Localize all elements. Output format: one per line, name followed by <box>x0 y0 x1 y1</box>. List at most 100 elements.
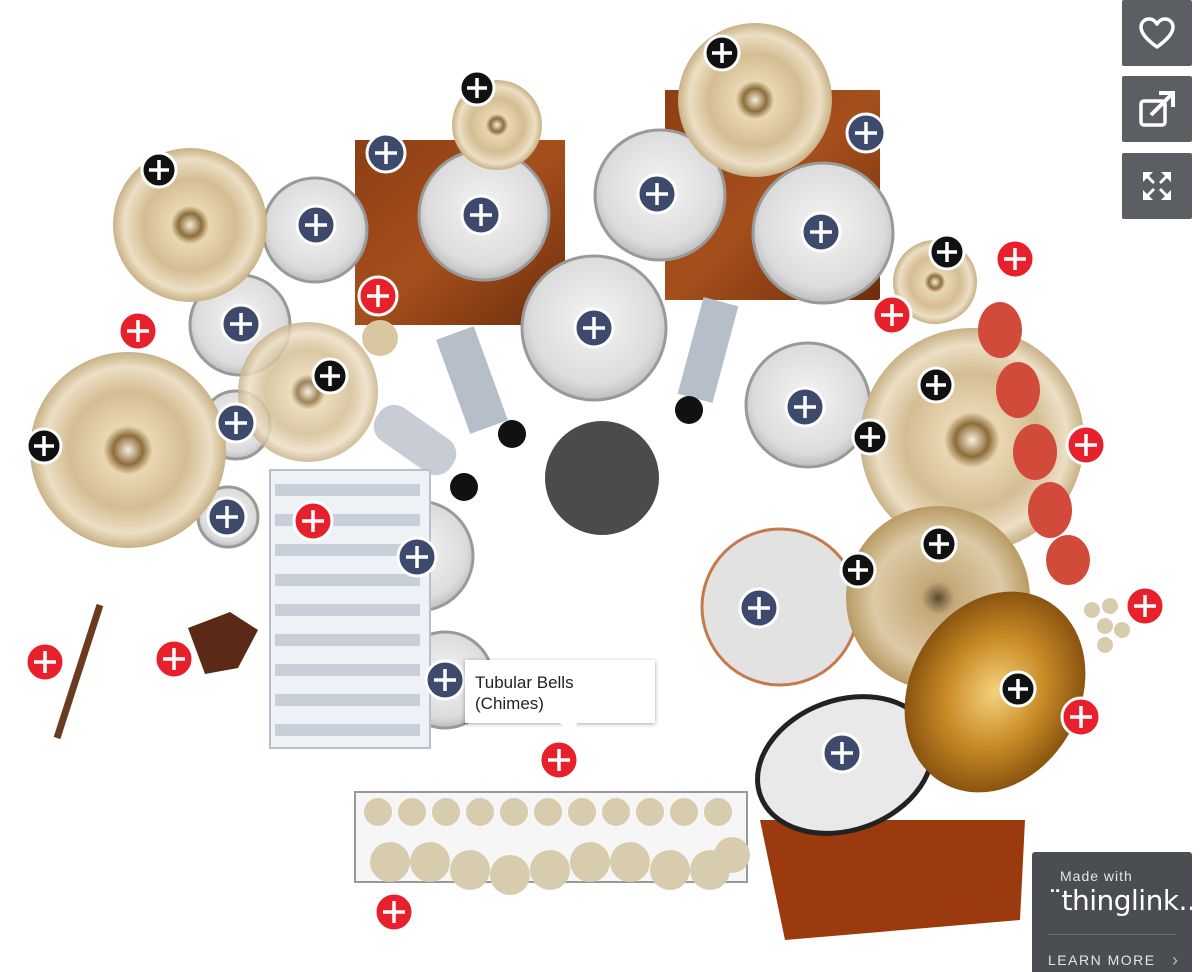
hotspot-red[interactable] <box>994 238 1036 280</box>
hotspot-red[interactable] <box>871 294 913 336</box>
hotspot-black[interactable] <box>920 525 958 563</box>
hotspot-blue[interactable] <box>424 659 466 701</box>
made-with-label: Made with <box>1060 868 1133 884</box>
plus-icon <box>810 221 832 243</box>
plus-icon <box>855 122 877 144</box>
share-button[interactable] <box>1122 76 1192 142</box>
hotspot-blue[interactable] <box>215 402 257 444</box>
fullscreen-button[interactable] <box>1122 153 1192 219</box>
tooltip-subtitle: (Chimes) <box>475 694 544 713</box>
external-share-icon <box>1139 91 1175 127</box>
plus-icon <box>230 313 252 335</box>
hotspot-red[interactable] <box>1060 696 1102 738</box>
hotspot-red-tubular-bells[interactable] <box>538 739 580 781</box>
hotspot-blue[interactable] <box>821 732 863 774</box>
roto-toms-column <box>978 302 1090 585</box>
hotspot-blue[interactable] <box>206 496 248 538</box>
plus-icon <box>305 214 327 236</box>
hotspot-black[interactable] <box>999 670 1037 708</box>
plus-icon <box>34 436 54 456</box>
chevron-right-icon: › <box>1172 950 1178 970</box>
plus-icon <box>712 43 732 63</box>
hotspot-blue[interactable] <box>220 303 262 345</box>
drum-throne <box>545 421 659 535</box>
hotspot-blue[interactable] <box>295 204 337 246</box>
small-shakers <box>1084 598 1130 653</box>
bass-pedal-left <box>436 326 508 434</box>
hotspot-blue[interactable] <box>784 386 826 428</box>
hotspot-black[interactable] <box>140 151 178 189</box>
hotspot-black[interactable] <box>851 418 889 456</box>
plus-icon <box>929 534 949 554</box>
hotspot-blue[interactable] <box>573 307 615 349</box>
plus-icon <box>1008 679 1028 699</box>
hotspot-black[interactable] <box>311 357 349 395</box>
hotspot-black[interactable] <box>703 34 741 72</box>
hotspot-blue[interactable] <box>396 536 438 578</box>
glockenspiel <box>269 469 431 749</box>
plus-icon <box>383 901 405 923</box>
plus-icon <box>320 366 340 386</box>
hotspot-black[interactable] <box>839 551 877 589</box>
marker-dot <box>675 396 703 424</box>
bass-pedal-right <box>677 297 739 403</box>
marker-dot <box>498 420 526 448</box>
plus-icon <box>127 320 149 342</box>
favorite-button[interactable] <box>1122 0 1192 66</box>
heart-icon <box>1139 17 1175 49</box>
plus-icon <box>794 396 816 418</box>
plus-icon <box>34 651 56 673</box>
hotspot-black[interactable] <box>917 366 955 404</box>
hotspot-red[interactable] <box>292 500 334 542</box>
crash-cymbal-top <box>678 23 832 177</box>
drum-stick <box>53 603 104 740</box>
hotspot-blue[interactable] <box>800 211 842 253</box>
plus-icon <box>748 597 770 619</box>
cowbell <box>188 612 258 674</box>
plus-icon <box>1004 248 1026 270</box>
hotspot-blue[interactable] <box>636 173 678 215</box>
fullscreen-icon <box>1143 172 1171 200</box>
hihat-pedal <box>373 404 457 476</box>
hotspot-red[interactable] <box>1065 424 1107 466</box>
learn-more-link[interactable]: LEARN MORE <box>1048 952 1156 968</box>
hotspot-red[interactable] <box>24 641 66 683</box>
plus-icon <box>583 317 605 339</box>
hotspot-black[interactable] <box>928 233 966 271</box>
hotspot-blue[interactable] <box>460 194 502 236</box>
plus-icon <box>548 749 570 771</box>
hotspot-red[interactable] <box>153 638 195 680</box>
badge-divider <box>1048 934 1176 935</box>
hotspot-red[interactable] <box>1124 585 1166 627</box>
hotspot-black[interactable] <box>458 69 496 107</box>
hotspot-blue[interactable] <box>365 132 407 174</box>
plus-icon <box>367 285 389 307</box>
hotspot-red[interactable] <box>357 275 399 317</box>
plus-icon <box>860 427 880 447</box>
plus-icon <box>375 142 397 164</box>
crash-cymbal-left <box>113 148 267 302</box>
hotspot-red[interactable] <box>117 310 159 352</box>
hotspot-blue[interactable] <box>738 587 780 629</box>
tooltip-arrow <box>560 723 578 732</box>
hotspot-blue[interactable] <box>845 112 887 154</box>
hotspot-tooltip: Tubular Bells (Chimes) <box>465 660 655 732</box>
hotspot-black[interactable] <box>25 427 63 465</box>
plus-icon <box>937 242 957 262</box>
hihat-cymbal <box>238 322 378 462</box>
plus-icon <box>1070 706 1092 728</box>
plus-icon <box>831 742 853 764</box>
tooltip-title: Tubular Bells <box>475 673 574 692</box>
gong-drum <box>700 527 860 687</box>
plus-icon <box>434 669 456 691</box>
marker-dot <box>450 473 478 501</box>
hotspot-red[interactable] <box>373 891 415 933</box>
plus-icon <box>848 560 868 580</box>
plus-icon <box>216 506 238 528</box>
thinglink-badge[interactable]: Made with ¨thinglink.. LEARN MORE › <box>1032 852 1196 972</box>
thinglink-logo: ¨thinglink.. <box>1048 884 1196 917</box>
plus-icon <box>1075 434 1097 456</box>
plus-icon <box>302 510 324 532</box>
gold-cymbal <box>904 591 1086 793</box>
